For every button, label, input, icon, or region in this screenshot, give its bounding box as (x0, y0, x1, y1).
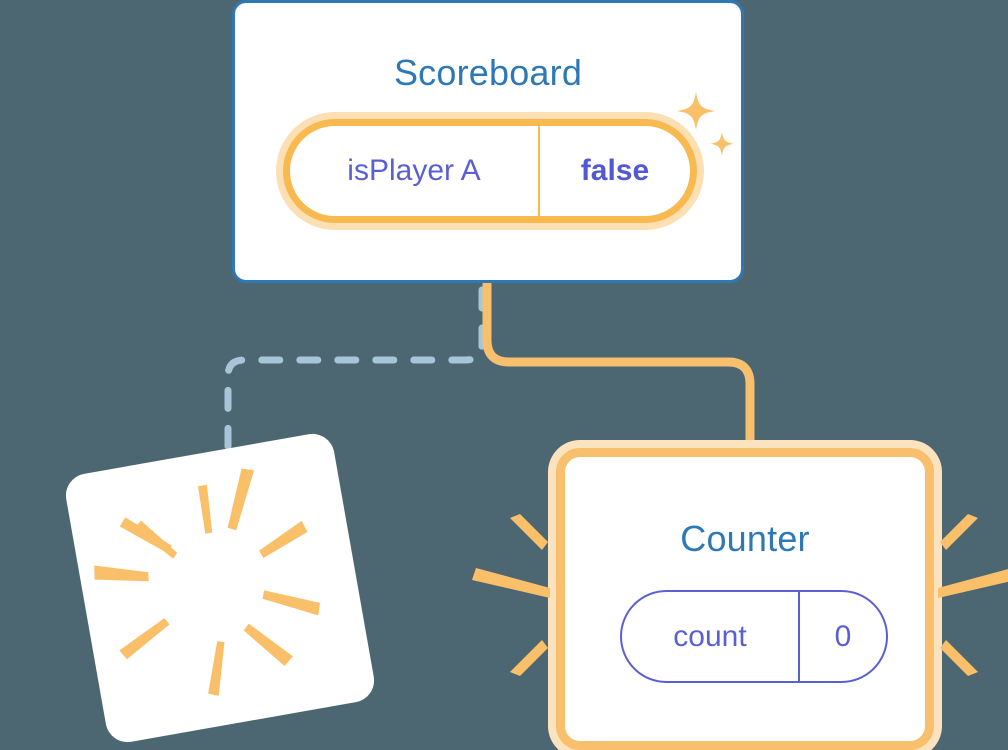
scoreboard-title: Scoreboard (393, 52, 583, 93)
counter-title: Counter (680, 518, 810, 559)
counter-state-pill[interactable]: count 0 (620, 590, 888, 683)
scoreboard-state-pill[interactable]: isPlayer A false (283, 119, 697, 223)
scoreboard-card[interactable]: Scoreboard isPlayer A false (232, 0, 744, 283)
scoreboard-state-value: false (580, 154, 650, 187)
counter-state-value: 0 (834, 619, 852, 653)
scoreboard-state-key: isPlayer A (290, 126, 540, 216)
counter-card[interactable]: Counter count 0 (556, 448, 934, 750)
connector-scoreboard-to-counter (482, 283, 755, 462)
counter-state-key: count (622, 592, 800, 681)
blank-card[interactable] (62, 430, 378, 746)
connector-scoreboard-to-blank (224, 286, 486, 474)
